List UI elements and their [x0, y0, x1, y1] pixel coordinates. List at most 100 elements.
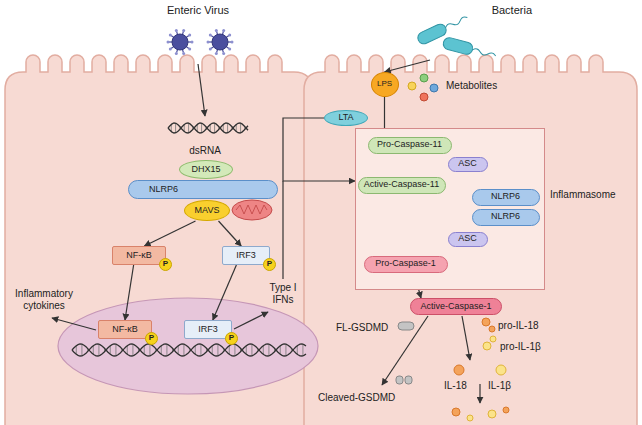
helix-rung: [302, 344, 303, 356]
helix-rung: [132, 344, 133, 356]
virus-spike-tip: [207, 41, 210, 44]
helix-rung: [212, 346, 213, 354]
helix-rung: [229, 346, 230, 354]
flagellum: [445, 16, 468, 30]
helix-rung: [166, 344, 167, 356]
virus-capsid: [172, 34, 188, 50]
virus-capsid: [212, 34, 228, 50]
helix-rung: [246, 346, 247, 354]
helix-rung: [127, 346, 128, 354]
cells: [5, 55, 637, 425]
annotation-label: pro-IL-18: [498, 320, 558, 332]
helix-rung: [161, 346, 162, 354]
receptor-pill: NLRP6: [472, 209, 540, 226]
virus-spike-tip: [215, 29, 218, 32]
virus-spike-tip: [188, 33, 191, 36]
cytokine-icon: [482, 318, 490, 326]
helix-rung: [240, 123, 241, 133]
annotation-label: Cleaved-GSDMD: [318, 392, 398, 404]
factor-box: NF-κBP: [98, 320, 152, 339]
annotation-label: Metabolites: [446, 80, 516, 92]
helix-rung: [188, 123, 189, 133]
helix-rung: [201, 123, 202, 133]
factor-box: IRF3P: [184, 320, 232, 339]
helix-rung: [285, 344, 286, 356]
factor-box: IRF3P: [222, 246, 270, 265]
node-label: P: [149, 334, 154, 343]
node-label: dsRNA: [189, 145, 221, 156]
helix-rung: [110, 346, 111, 354]
virus-spike-tip: [175, 52, 178, 55]
inflammasome-box: InflammasomePro-Caspase-11ASCActive-Casp…: [355, 128, 545, 290]
phospho-circle: P: [145, 332, 158, 345]
caspase-pill: Pro-Caspase-11: [368, 137, 452, 154]
helix-rung: [280, 346, 281, 354]
bacterium-icon: [442, 36, 497, 62]
helicase-oval: DHX15: [179, 160, 233, 179]
helix-strand: [168, 123, 248, 133]
virus-icon: [167, 29, 194, 55]
nucleus: [58, 298, 318, 394]
caspase-pill: Active-Caspase-11: [358, 177, 446, 194]
gsdmd-icon: [398, 322, 414, 330]
node-label: MAVS: [195, 206, 220, 216]
adaptor-oval: MAVS: [184, 200, 230, 221]
annotation-label: FL-GSDMD: [336, 322, 394, 334]
node-label: Enteric Virus: [167, 4, 229, 16]
helix-rung: [115, 344, 116, 356]
pathway-arrow: [282, 181, 283, 279]
bacterium-body: [442, 36, 474, 55]
pathway-arrow: [479, 384, 480, 403]
node-label: NF-κB: [112, 325, 138, 335]
helix-rung: [217, 344, 218, 356]
phospho-circle: P: [159, 258, 172, 271]
helix-rung: [175, 123, 176, 133]
metabolite-dot: [420, 74, 428, 82]
factor-box: NF-κBP: [112, 246, 166, 265]
node-label: P: [229, 334, 234, 343]
helix-rung: [144, 346, 145, 354]
helix-rung: [214, 123, 215, 133]
node-label: Active-Caspase-11: [364, 180, 439, 190]
virus-spike-tip: [191, 41, 194, 44]
virus-icon: [207, 29, 234, 55]
receptor-bar: NLRP6: [128, 180, 278, 199]
virus-spike-tip: [188, 48, 191, 51]
helix-rung: [227, 123, 228, 133]
metabolite-dot: [408, 82, 416, 90]
pathway-arrow: [198, 64, 205, 116]
node-label: DHX15: [191, 165, 220, 175]
pathway-arrow: [462, 316, 470, 360]
cytokine-icon: [483, 342, 491, 350]
node-label: NLRP6: [491, 212, 520, 222]
helix-strand: [72, 344, 306, 356]
node-label: Pro-Caspase-1: [375, 259, 436, 269]
phospho-circle: P: [263, 258, 276, 271]
node-label: Pro-Caspase-11: [377, 140, 442, 150]
helix-rung: [149, 344, 150, 356]
virus-spike-tip: [209, 33, 212, 36]
cytokine-icon: [454, 365, 464, 375]
lta-oval: LTA: [324, 110, 368, 126]
pathway-arrow: [125, 265, 134, 320]
lps-circle: LPS: [371, 72, 399, 97]
receptor-pill: NLRP6: [472, 189, 540, 206]
annotation-label: IL-1β: [488, 380, 520, 392]
helix-rung: [178, 346, 179, 354]
annotation-label: pro-IL-1β: [500, 341, 560, 353]
virus-spike-tip: [215, 52, 218, 55]
helix-rung: [76, 346, 77, 354]
pathway-arrow: [52, 318, 96, 330]
cytokine-icon: [489, 326, 495, 332]
virus-spike-tip: [169, 48, 172, 51]
asc-pill: ASC: [448, 232, 488, 247]
node-label: P: [267, 260, 272, 269]
caspase-pill: Pro-Caspase-1: [364, 256, 448, 273]
node-label: IRF3: [198, 325, 218, 335]
helix-rung: [195, 346, 196, 354]
helix-strand: [72, 344, 306, 356]
virus-spike-tip: [209, 48, 212, 51]
